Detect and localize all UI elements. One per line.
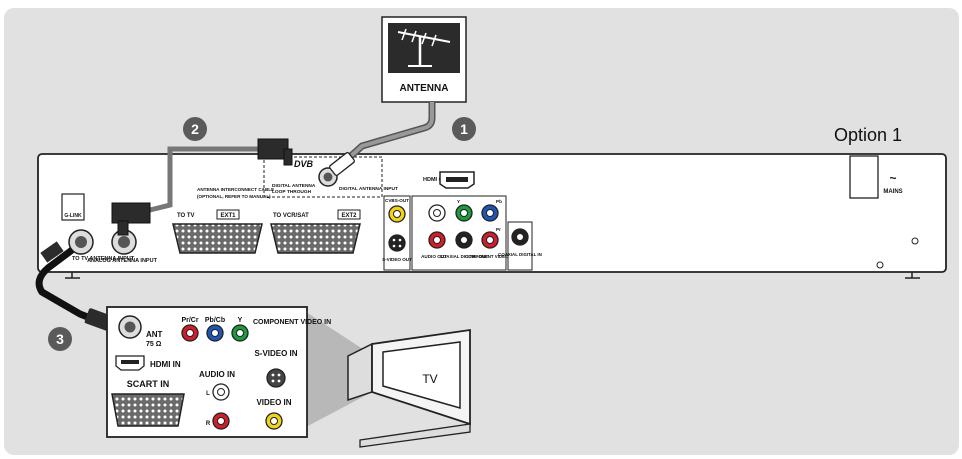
coaxial-digital-in-label: COAXIAL DIGITAL IN: [498, 252, 542, 257]
mains-symbol: ~: [889, 171, 896, 185]
svideo-out-label: S-VIDEO OUT: [382, 257, 412, 262]
component-video-out-label: COMPONENT VIDEO OUT: [465, 254, 519, 259]
to-tv-label: TO TV: [177, 213, 195, 219]
g-link-port: [61, 193, 85, 221]
interconnect-cable-label: ANTENNA INTERCONNECT CABLE: [197, 187, 274, 192]
tv-scart-in-connector: [111, 393, 185, 427]
coaxial-digital-out-label: COAXIAL DIGITAL OUT: [440, 254, 489, 259]
tv-ohm-label: 75 Ω: [146, 341, 162, 348]
tv-y-label: Y: [238, 317, 243, 324]
to-vcr-sat-label: TO VCR/SAT: [273, 213, 309, 219]
analog-antenna-input-label: ANALOG ANTENNA INPUT: [87, 258, 158, 264]
tv-hdmi-in-label: HDMI IN: [150, 360, 181, 369]
tv-antenna-input-label: TO TV ANTENNA INPUT: [72, 256, 135, 262]
loop-through-label: LOOP THROUGH: [272, 189, 312, 195]
tv-audio-r-label: R: [206, 421, 211, 427]
interconnect-cable: [111, 138, 293, 236]
tv-video-in-label: VIDEO IN: [256, 398, 291, 407]
interconnect-note-label: (OPTIONAL, REFER TO MANUAL): [197, 194, 271, 199]
mains-socket: [849, 155, 879, 199]
hdmi-out-label: HDMI OUT: [423, 177, 451, 183]
mains-label: MAINS: [883, 189, 902, 195]
step-3-marker: 3: [48, 327, 72, 351]
tv-label: TV: [422, 372, 437, 386]
recorder-rear-panel: G-LINK TO TV ANTENNA INPUT ANALOG ANTENN…: [37, 153, 947, 279]
ext1-label: EXT1: [220, 213, 236, 219]
digital-antenna-section: [263, 156, 383, 198]
tv-pr-cr-label: Pr/Cr: [181, 317, 198, 324]
antenna-cable: [329, 102, 436, 176]
dvb-logo: DVB: [294, 159, 314, 169]
ext2-label: EXT2: [341, 213, 357, 219]
tv-icon: TV: [347, 328, 471, 448]
digital-antenna-loop-label: DIGITAL ANTENNA: [272, 183, 316, 189]
antenna-label: ANTENNA: [400, 83, 449, 94]
tv-svideo-in-label: S-VIDEO IN: [254, 349, 297, 358]
tv-audio-in-label: AUDIO IN: [199, 370, 235, 379]
step-1-marker: 1: [452, 117, 476, 141]
g-link-label: G-LINK: [64, 213, 82, 219]
tv-ant-label: ANT: [146, 330, 163, 339]
svideo-out-jack: [388, 234, 406, 252]
step-2-number: 2: [191, 121, 199, 137]
tv-rear-panel: ANT 75 Ω Pr/Cr Pb/Cb Y COMPONENT VIDEO I…: [106, 306, 331, 438]
antenna-icon: ANTENNA: [381, 16, 467, 103]
ext2-scart-connector: [270, 223, 361, 254]
audio-out-label: AUDIO OUT: [421, 254, 447, 259]
step-2-marker: 2: [183, 117, 207, 141]
ext1-scart-connector: [172, 223, 263, 254]
tv-component-video-in-label: COMPONENT VIDEO IN: [253, 319, 331, 326]
digital-antenna-input-label: DIGITAL ANTENNA INPUT: [339, 186, 398, 192]
component-pr-label: Pr: [496, 227, 501, 232]
component-y-label: Y: [457, 199, 460, 204]
step-3-number: 3: [56, 331, 64, 347]
option-label: Option 1: [834, 125, 902, 145]
tv-pb-cb-label: Pb/Cb: [205, 317, 225, 324]
cvbs-out-label: CVBS-OUT: [385, 198, 409, 203]
tv-audio-l-label: L: [206, 391, 210, 397]
component-pb-label: Pb: [496, 199, 502, 204]
step-1-number: 1: [460, 121, 468, 137]
tv-svideo-in-jack: [266, 368, 286, 388]
tv-scart-in-label: SCART IN: [127, 379, 170, 389]
